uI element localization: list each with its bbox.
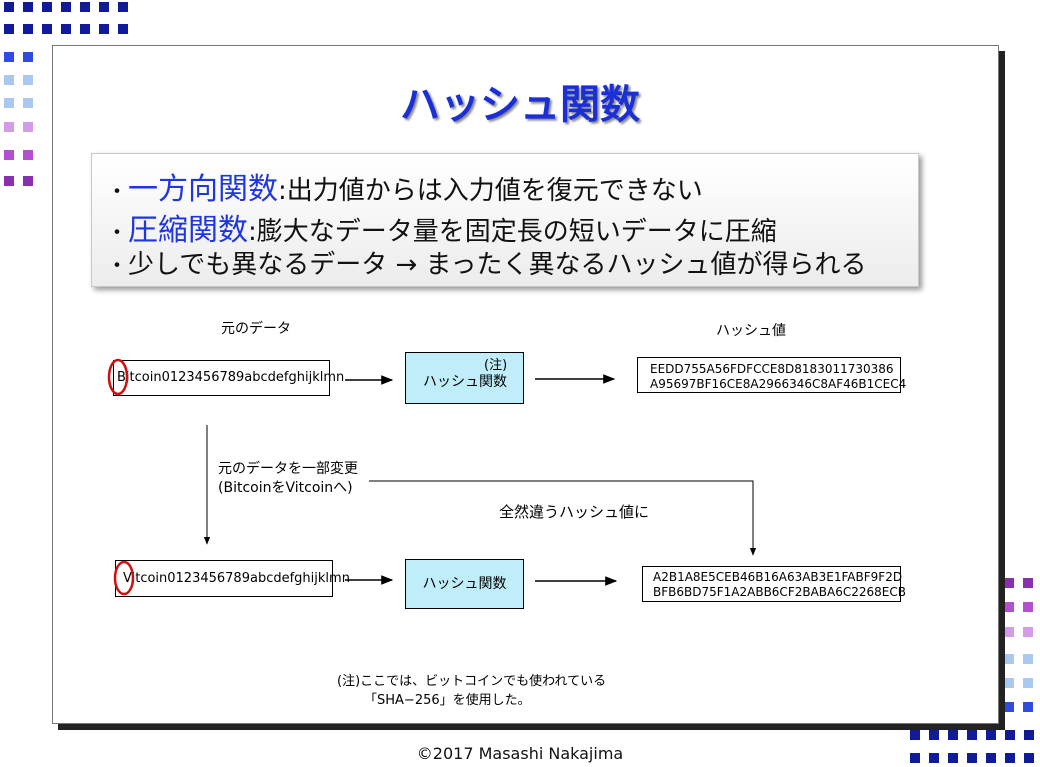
- bullet-key: 圧縮関数: [128, 213, 249, 248]
- copyright-credit: ©2017 Masashi Nakajima: [416, 744, 624, 763]
- hash-value-box-1: EEDD755A56FDFCCE8D8183011730386 A95697BF…: [637, 357, 907, 393]
- bullet-mark: ・: [106, 254, 129, 279]
- bullet-text: :出力値からは入力値を復元できない: [278, 176, 703, 206]
- highlight-circle-b: [107, 358, 129, 396]
- hash-value-line: A95697BF16CE8A2966346C8AF46B1CEC4: [650, 377, 907, 391]
- bullet-different-data: ・少しでも異なるデータ → まったく異なるハッシュ値が得られる: [106, 244, 867, 281]
- note-mark: (注): [484, 358, 508, 373]
- bullet-box: ・一方向関数:出力値からは入力値を復元できない ・圧縮関数:膨大なデータ量を固定…: [91, 153, 919, 287]
- hash-value-box-2: A2B1A8E5CEB46B16A63AB3E1FABF9F2D BFB6BD7…: [642, 566, 906, 602]
- hash-value-line: A2B1A8E5CEB46B16A63AB3E1FABF9F2D: [653, 570, 903, 584]
- footnote-line1: (注)ここでは、ビットコインでも使われている: [337, 674, 607, 689]
- corner-decoration-bottom-right: [900, 570, 1040, 767]
- hash-value-line: EEDD755A56FDFCCE8D8183011730386: [650, 362, 894, 376]
- original-data-label: 元のデータ: [221, 321, 291, 337]
- input-data-box-1: Bitcoin0123456789abcdefghijklmn: [113, 360, 344, 396]
- input-data-box-2: Vitcoin0123456789abcdefghijklmn: [115, 560, 350, 597]
- bullet-compression-function: ・圧縮関数:膨大なデータ量を固定長の短いデータに圧縮: [106, 205, 777, 249]
- footnote-line2: 「SHA−256」を使用した。: [364, 693, 531, 708]
- slide-title: ハッシュ関数: [400, 82, 640, 128]
- arrow-different-hash: [369, 480, 757, 556]
- different-hash-label: 全然違うハッシュ値に: [499, 503, 650, 521]
- hash-value-line: BFB6BD75F1A2ABB6CF2BABA6C2268ECB: [653, 585, 906, 599]
- bullet-text: :膨大なデータ量を固定長の短いデータに圧縮: [248, 217, 777, 247]
- hash-function-box-1: (注) ハッシュ関数: [405, 352, 524, 404]
- bullet-text: 少しでも異なるデータ → まったく異なるハッシュ値が得られる: [128, 250, 867, 280]
- change-label-line2: (BitcoinをVitcoinへ): [218, 480, 353, 496]
- bullet-key: 一方向関数: [128, 172, 279, 207]
- hash-value-label: ハッシュ値: [716, 323, 786, 339]
- hash-function-label: ハッシュ関数: [423, 374, 507, 390]
- corner-decoration-top-left: [0, 0, 140, 190]
- bullet-mark: ・: [106, 180, 129, 205]
- change-label-line1: 元のデータを一部変更: [218, 461, 358, 477]
- hash-function-label: ハッシュ関数: [422, 576, 507, 592]
- bullet-mark: ・: [106, 221, 129, 246]
- highlight-circle-v: [113, 560, 135, 596]
- hash-function-box-2: ハッシュ関数: [405, 559, 524, 609]
- bullet-one-way-function: ・一方向関数:出力値からは入力値を復元できない: [106, 164, 703, 208]
